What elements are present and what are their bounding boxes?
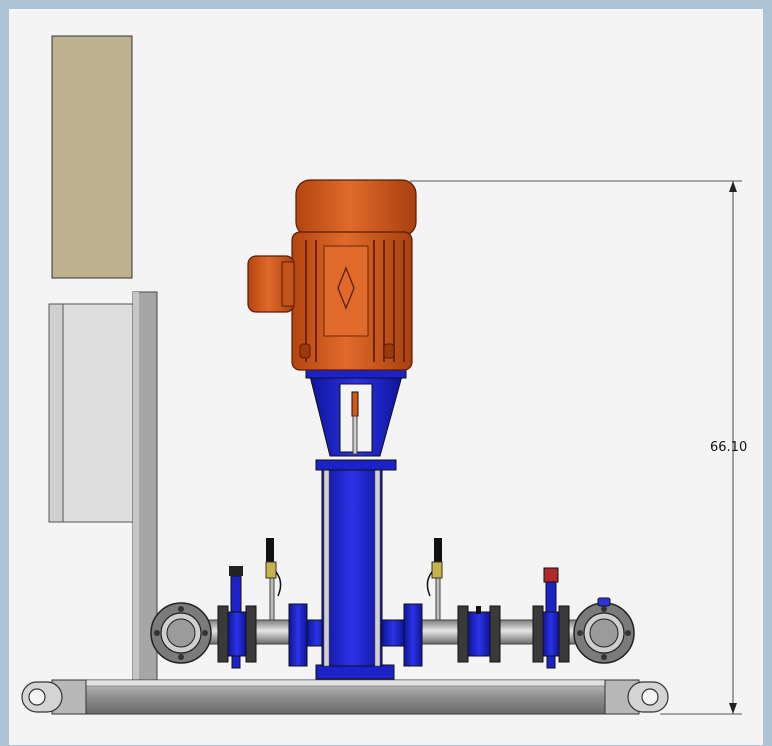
base-frame: [51, 679, 640, 715]
discharge-pressure-switch: [426, 538, 443, 621]
support-post: [132, 291, 158, 681]
inlet-flange: [150, 602, 212, 664]
suction-valve: [217, 566, 257, 669]
nameplate-box: [51, 35, 133, 279]
suction-pressure-switch: [265, 538, 282, 621]
outlet-flange: [573, 597, 635, 664]
lifting-lug-left: [21, 681, 63, 713]
pump-inlet-flange: [288, 603, 308, 667]
discharge-valve: [532, 567, 570, 669]
motor-lantern: [305, 367, 407, 457]
pump-column: [315, 459, 397, 680]
pump-outlet-nozzle: [381, 619, 405, 647]
motor-terminal-box: [247, 255, 295, 313]
lifting-lug-right: [627, 681, 669, 713]
check-valve: [457, 605, 501, 663]
height-dimension: [410, 180, 742, 715]
electric-motor: [291, 179, 417, 371]
height-dimension-label: 66.10: [710, 440, 748, 455]
pump-outlet-flange: [403, 603, 423, 667]
control-panel: [48, 303, 136, 523]
